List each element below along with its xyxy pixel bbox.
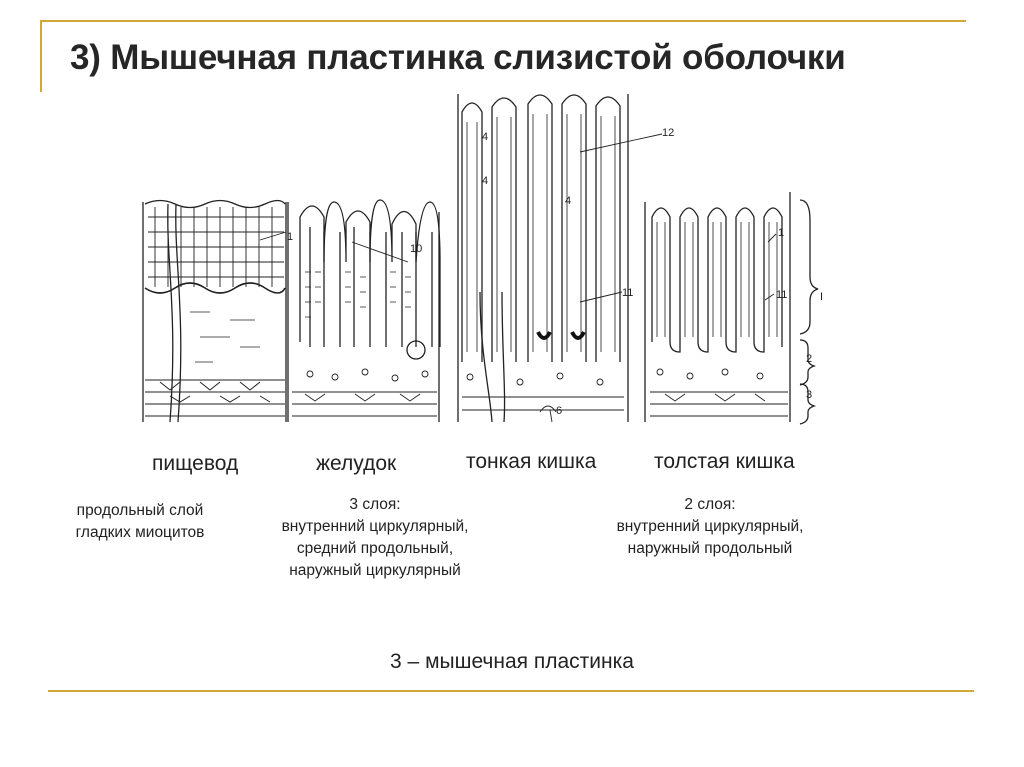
callout-10: 10 — [410, 243, 422, 255]
callout-6: 6 — [556, 405, 562, 417]
stomach-description: 3 слоя: внутренний циркулярный, средний … — [245, 494, 505, 582]
large-intestine-line-3: наружный продольный — [580, 538, 840, 560]
callout-11: 11 — [622, 287, 633, 299]
stomach-panel — [288, 200, 440, 422]
small-intestine-panel — [458, 94, 628, 422]
callout-I: I — [820, 291, 823, 303]
stomach-line-4: наружный циркулярный — [245, 560, 505, 582]
large-intestine-line-2: внутренний циркулярный, — [580, 516, 840, 538]
slide-title: 3) Мышечная пластинка слизистой оболочки — [70, 38, 846, 78]
label-small-intestine: тонкая кишка — [466, 450, 596, 474]
label-esophagus: пищевод — [152, 452, 238, 476]
callout-1b: 1 — [778, 227, 784, 239]
large-intestine-description: 2 слоя: внутренний циркулярный, наружный… — [580, 494, 840, 560]
stomach-line-1: 3 слоя: — [245, 494, 505, 516]
callout-2: 2 — [806, 353, 812, 365]
bottom-rule — [48, 690, 974, 692]
callout-4c: 4 — [565, 195, 571, 207]
label-large-intestine: толстая кишка — [654, 450, 795, 474]
left-rule — [40, 20, 42, 92]
esophagus-line-2: гладких миоцитов — [40, 522, 240, 544]
esophagus-panel — [143, 201, 286, 423]
histology-figure: 1 10 4 4 12 4 11 6 1 11 I 2 3 — [140, 92, 830, 427]
large-intestine-line-1: 2 слоя: — [580, 494, 840, 516]
large-intestine-panel — [645, 192, 818, 424]
label-stomach: желудок — [316, 452, 396, 476]
esophagus-description: продольный слой гладких миоцитов — [40, 500, 240, 544]
top-rule — [40, 20, 966, 22]
callout-1: 1 — [287, 231, 293, 243]
callout-12: 12 — [662, 127, 674, 139]
esophagus-line-1: продольный слой — [40, 500, 240, 522]
stomach-line-3: средний продольный, — [245, 538, 505, 560]
callout-3: 3 — [806, 389, 812, 401]
callout-4a: 4 — [482, 131, 488, 143]
callout-11b: 11 — [776, 289, 787, 301]
callout-4b: 4 — [482, 175, 488, 187]
stomach-line-2: внутренний циркулярный, — [245, 516, 505, 538]
figure-caption: 3 – мышечная пластинка — [0, 650, 1024, 674]
